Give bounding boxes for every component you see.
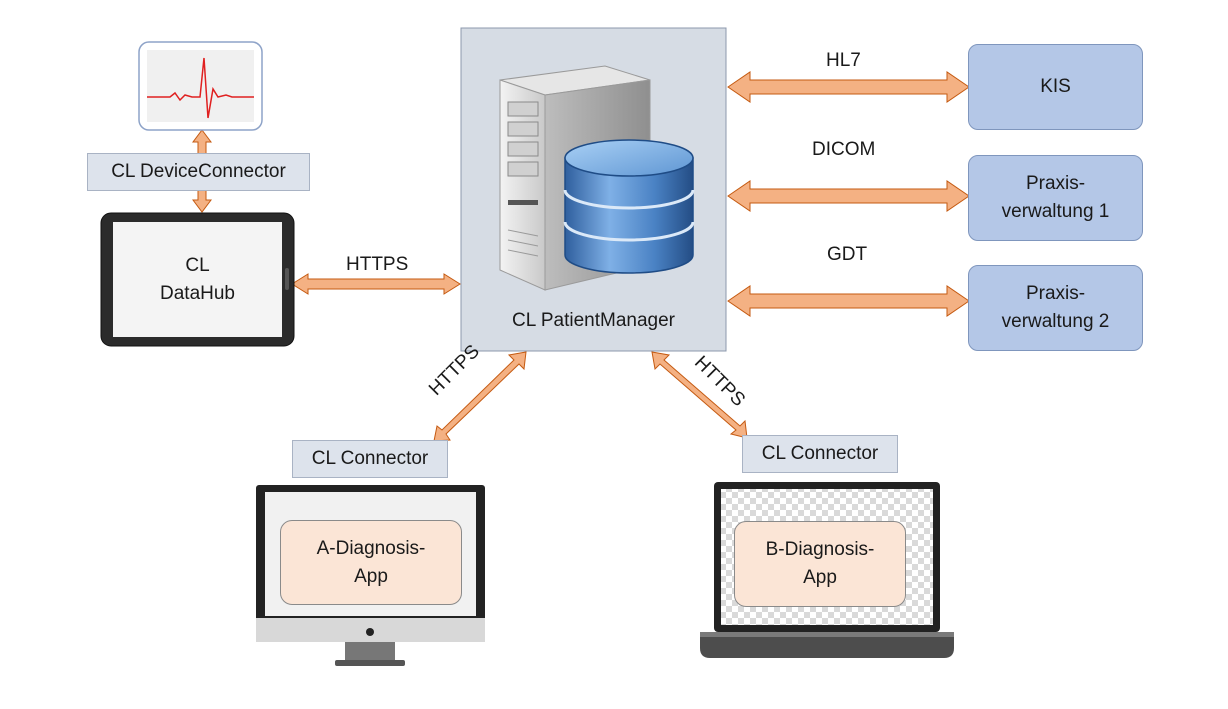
device-connector-label: CL DeviceConnector — [111, 161, 286, 182]
app-b-box: B-Diagnosis- App — [734, 521, 906, 607]
praxisverwaltung-1-line1: Praxis- — [1025, 173, 1086, 195]
protocol-https-datahub-label: HTTPS — [346, 254, 409, 275]
server-label: CL PatientManager — [461, 306, 726, 336]
device-connector-box: CL DeviceConnector — [87, 153, 310, 191]
protocol-hl7-label: HL7 — [826, 50, 861, 71]
arrow-hl7 — [727, 71, 970, 103]
app-b-line2: App — [803, 567, 837, 588]
arrow-dicom — [727, 180, 970, 212]
connector-right-label: CL Connector — [761, 443, 879, 464]
praxisverwaltung-2-line2: verwaltung 2 — [1001, 311, 1110, 332]
app-a-box: A-Diagnosis- App — [280, 520, 462, 605]
app-b-line1: B-Diagnosis- — [765, 539, 875, 561]
protocol-dicom-label: DICOM — [812, 139, 876, 160]
kis-box: KIS — [968, 44, 1143, 130]
app-a-line1: A-Diagnosis- — [316, 537, 426, 559]
praxisverwaltung-1-box: Praxis- verwaltung 1 — [968, 155, 1143, 241]
database-icon — [563, 139, 695, 274]
app-a-line2: App — [354, 565, 388, 587]
praxisverwaltung-2-line1: Praxis- — [1025, 283, 1086, 305]
datahub-label-line2: DataHub — [160, 283, 235, 304]
protocol-gdt-label: GDT — [827, 244, 868, 265]
tablet-icon — [100, 212, 295, 347]
datahub-label-line1: CL — [185, 255, 210, 277]
datahub-label: CL DataHub — [113, 250, 282, 310]
connector-left-box: CL Connector — [292, 440, 448, 478]
connector-left-label: CL Connector — [311, 448, 429, 469]
server-label-text: CL PatientManager — [511, 310, 675, 332]
arrow-https-datahub — [291, 273, 461, 295]
connector-right-box: CL Connector — [742, 435, 898, 473]
praxisverwaltung-2-box: Praxis- verwaltung 2 — [968, 265, 1143, 351]
praxisverwaltung-1-line2: verwaltung 1 — [1001, 201, 1110, 222]
kis-label: KIS — [1040, 76, 1071, 98]
arrow-gdt — [727, 285, 970, 317]
ecg-monitor-icon — [138, 41, 263, 131]
